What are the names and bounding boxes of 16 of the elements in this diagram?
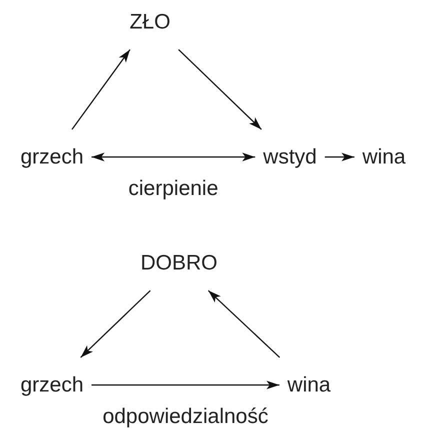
node-label: grzech — [20, 145, 84, 169]
node-label: ZŁO — [130, 10, 170, 34]
arrow — [208, 290, 280, 358]
arrow — [92, 380, 280, 390]
node-label: wstyd — [263, 145, 317, 169]
node-label: grzech — [20, 373, 84, 397]
node-label: wina — [287, 373, 331, 397]
node-label: wina — [362, 145, 406, 169]
node-label: DOBRO — [140, 251, 218, 275]
edge-label: cierpienie — [126, 177, 220, 200]
arrow — [80, 290, 151, 358]
arrow — [324, 152, 354, 162]
edge-label: odpowiedzialność — [100, 405, 270, 428]
arrow — [92, 152, 256, 162]
arrow — [178, 49, 262, 130]
arrow — [72, 49, 130, 130]
